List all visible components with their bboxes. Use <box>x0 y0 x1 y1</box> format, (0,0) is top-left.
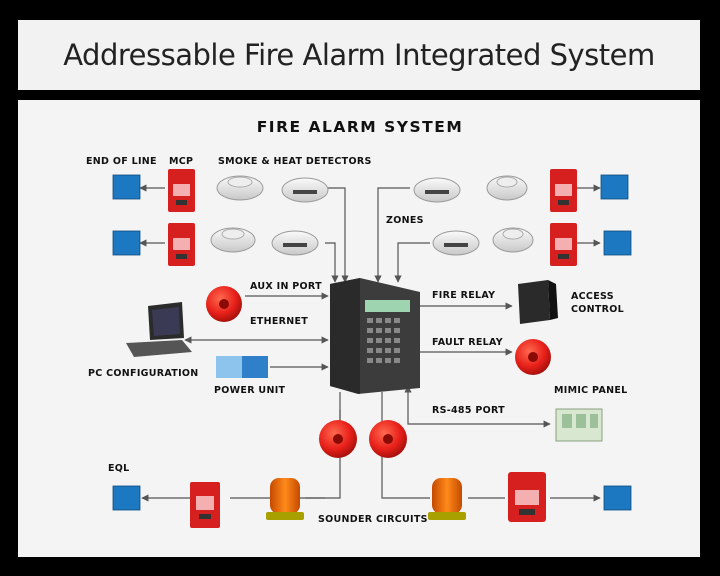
beacon-icon <box>266 478 304 520</box>
smoke-detector-icon <box>216 175 264 201</box>
control-panel-icon <box>330 278 420 394</box>
label-fault-relay: FAULT RELAY <box>432 337 503 348</box>
label-aux-in-port: AUX IN PORT <box>250 281 322 292</box>
bell-icon <box>319 420 357 458</box>
label-mcp: MCP <box>169 156 194 167</box>
laptop-icon <box>126 302 192 357</box>
end-of-line-boxes <box>112 174 632 511</box>
label-pc-configuration: PC CONFIGURATION <box>88 368 199 379</box>
page-title: Addressable Fire Alarm Integrated System <box>63 38 655 72</box>
eol-box-2 <box>112 230 141 256</box>
eol-box-4 <box>603 230 632 256</box>
access-control-icon <box>518 280 558 324</box>
eol-box-5 <box>112 485 141 511</box>
label-power-unit: POWER UNIT <box>214 385 286 396</box>
smoke-detector-icon <box>492 227 534 253</box>
heat-detector-icon <box>281 177 329 203</box>
label-rs485-port: RS-485 PORT <box>432 405 505 416</box>
label-sounder-circuits: SOUNDER CIRCUITS <box>318 514 428 525</box>
label-access: ACCESS <box>571 291 614 302</box>
mcp-icon <box>168 169 195 212</box>
heat-detector-icon <box>413 177 461 203</box>
diagram-title: FIRE ALARM SYSTEM <box>256 118 464 136</box>
smoke-detector-icon <box>210 227 256 253</box>
mcp-icon <box>550 223 577 266</box>
label-eql: EQL <box>108 463 130 474</box>
label-zones: ZONES <box>386 215 424 226</box>
label-control: CONTROL <box>571 304 625 315</box>
eol-box-3 <box>600 174 629 200</box>
mimic-panel-icon <box>555 408 603 442</box>
label-fire-relay: FIRE RELAY <box>432 290 496 301</box>
smoke-detector-icon <box>486 175 528 201</box>
title-banner: Addressable Fire Alarm Integrated System <box>18 20 700 90</box>
bell-icon <box>206 286 242 322</box>
eol-box-1 <box>112 174 141 200</box>
heat-detector-icon <box>432 230 480 256</box>
mcp-icon <box>508 472 546 522</box>
label-ethernet: ETHERNET <box>250 316 309 327</box>
label-end-of-line: END OF LINE <box>86 156 157 167</box>
beacon-icon <box>428 478 466 520</box>
mcp-icon <box>550 169 577 212</box>
heat-detector-icon <box>271 230 319 256</box>
label-mimic-panel: MIMIC PANEL <box>554 385 628 396</box>
mcp-icon <box>190 482 220 528</box>
power-unit-icon <box>216 356 268 378</box>
bell-icon <box>515 339 551 375</box>
mcp-icon <box>168 223 195 266</box>
label-smoke-heat-detectors: SMOKE & HEAT DETECTORS <box>218 156 372 167</box>
bell-icon <box>369 420 407 458</box>
eol-box-6 <box>603 485 632 511</box>
